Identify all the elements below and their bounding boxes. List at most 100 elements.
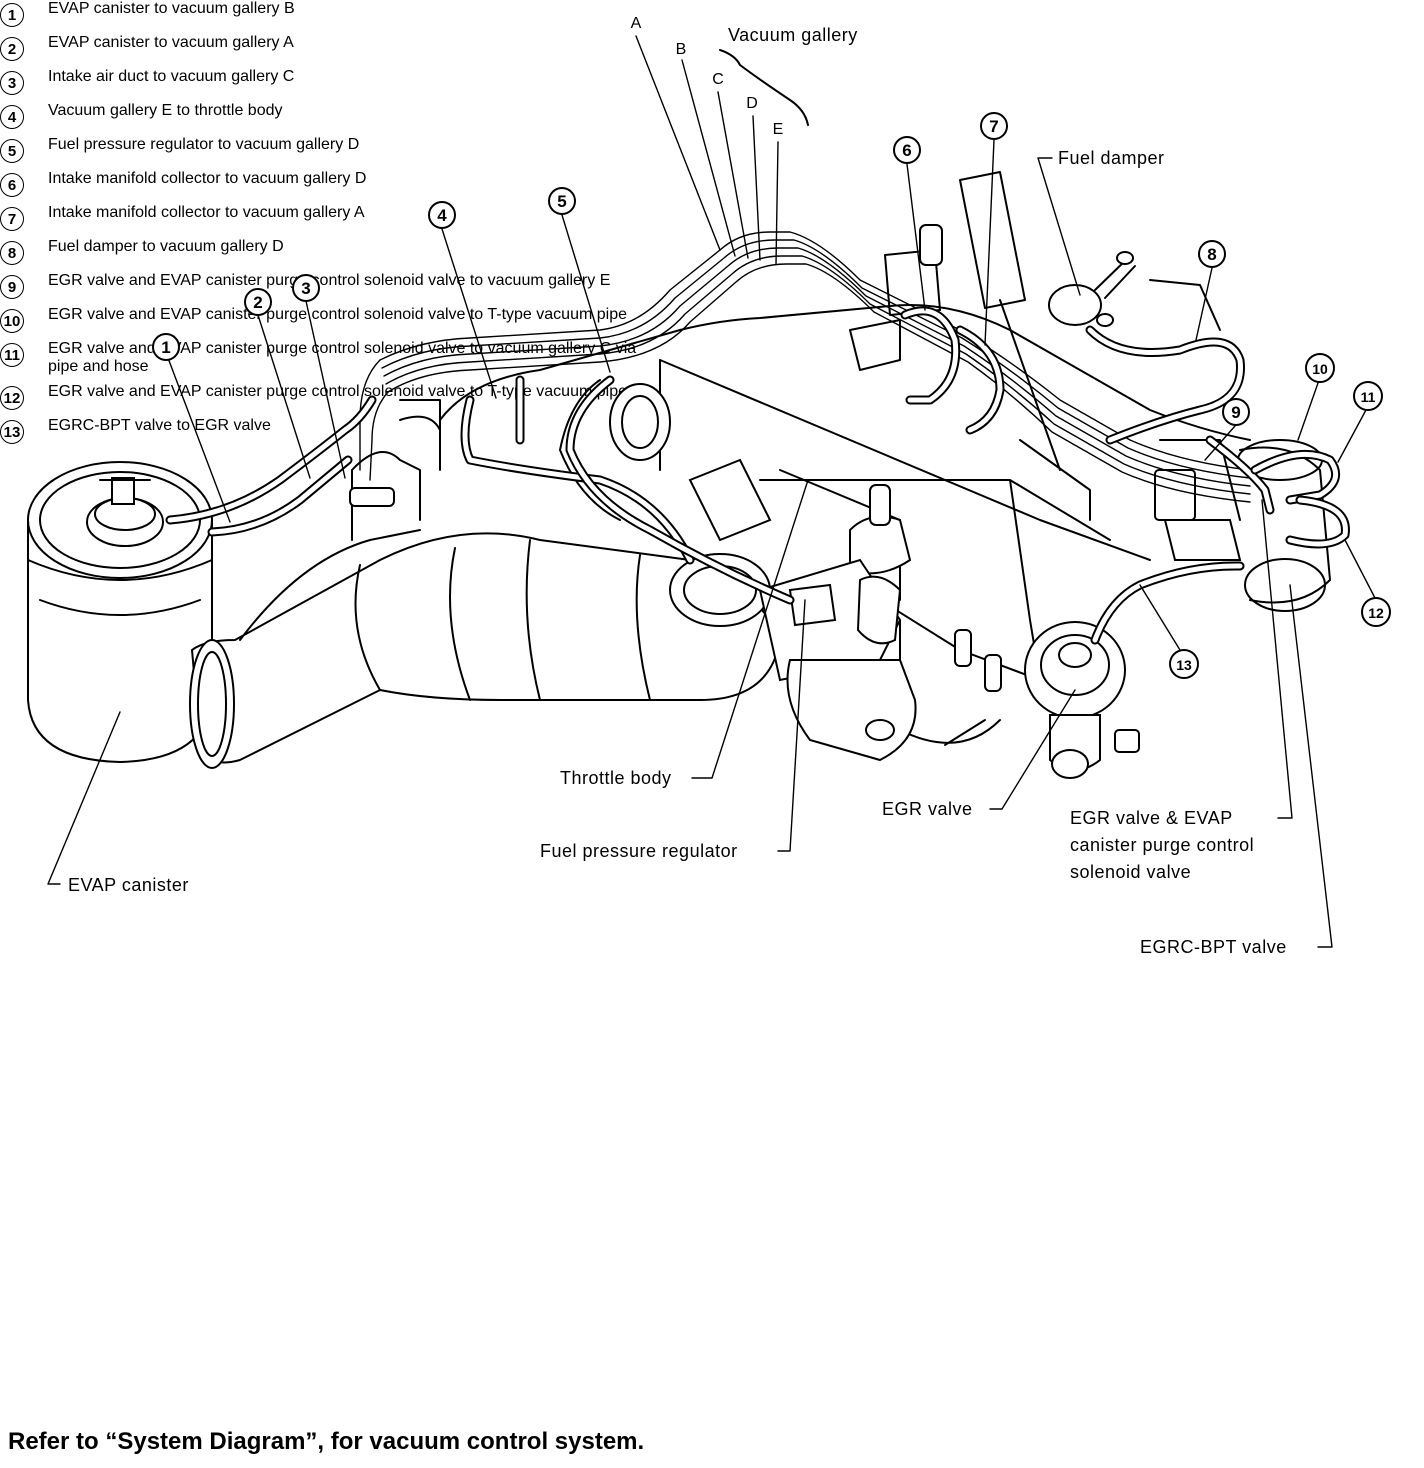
svg-text:2: 2 bbox=[253, 293, 262, 312]
svg-text:6: 6 bbox=[902, 141, 911, 160]
legend-item: 3 Intake air duct to vacuum gallery C bbox=[0, 68, 700, 95]
svg-text:9: 9 bbox=[1231, 403, 1240, 422]
svg-text:3: 3 bbox=[301, 279, 310, 298]
legend-number: 9 bbox=[0, 275, 24, 299]
egr-evap-solenoid-label-line1: EGR valve & EVAP bbox=[1070, 808, 1233, 828]
legend-marker: 4 bbox=[0, 102, 48, 129]
legend-number: 5 bbox=[0, 139, 24, 163]
legend-text: Fuel damper to vacuum gallery D bbox=[48, 238, 284, 255]
fuel-damper-drawing bbox=[1048, 251, 1136, 327]
legend-number: 6 bbox=[0, 173, 24, 197]
numbered-callouts: 1 2 3 4 5 6 7 8 9 10 11 12 13 bbox=[152, 112, 1391, 679]
callout-6: 6 bbox=[893, 136, 921, 164]
svg-text:12: 12 bbox=[1368, 605, 1384, 621]
gallery-letter-e: E bbox=[773, 121, 784, 138]
callout-8: 8 bbox=[1198, 240, 1226, 268]
callout-13: 13 bbox=[1169, 649, 1199, 679]
vacuum-hoses bbox=[165, 306, 1350, 645]
legend-item: 9 EGR valve and EVAP canister purge contr… bbox=[0, 272, 700, 299]
legend-number: 4 bbox=[0, 105, 24, 129]
legend-marker: 11 bbox=[0, 340, 48, 376]
svg-text:8: 8 bbox=[1207, 245, 1216, 264]
legend-item: 1 EVAP canister to vacuum gallery B bbox=[0, 0, 700, 27]
legend-item: 13 EGRC-BPT valve to EGR valve bbox=[0, 417, 660, 444]
gallery-letter-b: B bbox=[676, 41, 687, 58]
egr-valve-label: EGR valve bbox=[882, 799, 973, 819]
callout-11: 11 bbox=[1353, 381, 1383, 411]
legend-marker: 8 bbox=[0, 238, 48, 265]
fuel-pressure-regulator-label: Fuel pressure regulator bbox=[540, 841, 738, 861]
egrc-bpt-valve-label: EGRC-BPT valve bbox=[1140, 937, 1287, 957]
intake-air-duct-drawing bbox=[189, 399, 782, 769]
svg-text:7: 7 bbox=[989, 117, 998, 136]
legend-number: 7 bbox=[0, 207, 24, 231]
legend-item: 7 Intake manifold collector to vacuum gal… bbox=[0, 204, 700, 231]
svg-text:1: 1 bbox=[161, 338, 170, 357]
callout-12: 12 bbox=[1361, 597, 1391, 627]
legend-number: 10 bbox=[0, 309, 24, 333]
evap-canister-drawing bbox=[27, 461, 213, 764]
legend-text: Vacuum gallery E to throttle body bbox=[48, 102, 283, 119]
legend-text: Intake air duct to vacuum gallery C bbox=[48, 68, 295, 85]
legend-text: Fuel pressure regulator to vacuum galler… bbox=[48, 136, 360, 153]
legend-marker: 12 bbox=[0, 383, 48, 410]
legend-text: EVAP canister to vacuum gallery B bbox=[48, 0, 295, 17]
legend-right-column: 10 EGR valve and EVAP canister purge cont… bbox=[0, 306, 660, 444]
legend-number: 3 bbox=[0, 71, 24, 95]
callout-2: 2 bbox=[244, 288, 272, 316]
legend-item: 6 Intake manifold collector to vacuum gal… bbox=[0, 170, 700, 197]
gallery-letter-c: C bbox=[712, 71, 724, 88]
callout-10: 10 bbox=[1305, 353, 1335, 383]
legend-marker: 1 bbox=[0, 0, 48, 27]
vacuum-gallery-callout: Vacuum gallery A B C D E bbox=[631, 15, 858, 265]
egr-valve-drawing bbox=[944, 621, 1140, 779]
egr-evap-solenoid-label-line3: solenoid valve bbox=[1070, 862, 1191, 882]
callout-7: 7 bbox=[980, 112, 1008, 140]
engine-vacuum-hose-diagram: Vacuum gallery A B C D E 1 2 3 4 5 6 7 8… bbox=[27, 15, 1391, 957]
throttle-body-label: Throttle body bbox=[560, 768, 672, 788]
legend-marker: 10 bbox=[0, 306, 48, 333]
evap-canister-label: EVAP canister bbox=[68, 875, 189, 895]
legend-item: 5 Fuel pressure regulator to vacuum galle… bbox=[0, 136, 700, 163]
svg-text:4: 4 bbox=[437, 206, 447, 225]
callout-9: 9 bbox=[1222, 398, 1250, 426]
legend-marker: 5 bbox=[0, 136, 48, 163]
callout-1: 1 bbox=[152, 333, 180, 361]
legend-marker: 2 bbox=[0, 34, 48, 61]
legend-text: EGR valve and EVAP canister purge contro… bbox=[48, 272, 611, 289]
legend-number: 1 bbox=[0, 3, 24, 27]
footer-note: Refer to “System Diagram”, for vacuum co… bbox=[8, 1428, 645, 1455]
gallery-letter-a: A bbox=[631, 15, 642, 32]
legend-text: Intake manifold collector to vacuum gall… bbox=[48, 170, 367, 187]
egr-evap-solenoid-label-line2: canister purge control bbox=[1070, 835, 1254, 855]
fuel-damper-label: Fuel damper bbox=[1058, 148, 1165, 168]
svg-text:13: 13 bbox=[1176, 657, 1192, 673]
callout-3: 3 bbox=[292, 274, 320, 302]
legend-number: 11 bbox=[0, 343, 24, 367]
legend-item: 4 Vacuum gallery E to throttle body bbox=[0, 102, 700, 129]
svg-text:11: 11 bbox=[1361, 389, 1376, 405]
legend-marker: 3 bbox=[0, 68, 48, 95]
vacuum-gallery-label: Vacuum gallery bbox=[728, 25, 858, 45]
legend-text: EGRC-BPT valve to EGR valve bbox=[48, 417, 271, 434]
gallery-letter-d: D bbox=[746, 95, 758, 112]
svg-text:5: 5 bbox=[557, 192, 566, 211]
legend-text: Intake manifold collector to vacuum gall… bbox=[48, 204, 365, 221]
component-labels: Fuel damper Throttle body Fuel pressure … bbox=[47, 148, 1333, 957]
legend-marker: 7 bbox=[0, 204, 48, 231]
callout-4: 4 bbox=[428, 201, 456, 229]
legend-marker: 9 bbox=[0, 272, 48, 299]
callout-5: 5 bbox=[548, 187, 576, 215]
legend-item: 10 EGR valve and EVAP canister purge cont… bbox=[0, 306, 660, 333]
svg-text:10: 10 bbox=[1312, 361, 1328, 377]
throttle-body-drawing bbox=[669, 553, 917, 762]
legend-number: 12 bbox=[0, 386, 24, 410]
legend-number: 8 bbox=[0, 241, 24, 265]
legend-marker: 13 bbox=[0, 417, 48, 444]
legend-text: EGR valve and EVAP canister purge contro… bbox=[48, 306, 627, 323]
legend-number: 13 bbox=[0, 420, 24, 444]
legend-text: EVAP canister to vacuum gallery A bbox=[48, 34, 294, 51]
legend-item: 8 Fuel damper to vacuum gallery D bbox=[0, 238, 700, 265]
